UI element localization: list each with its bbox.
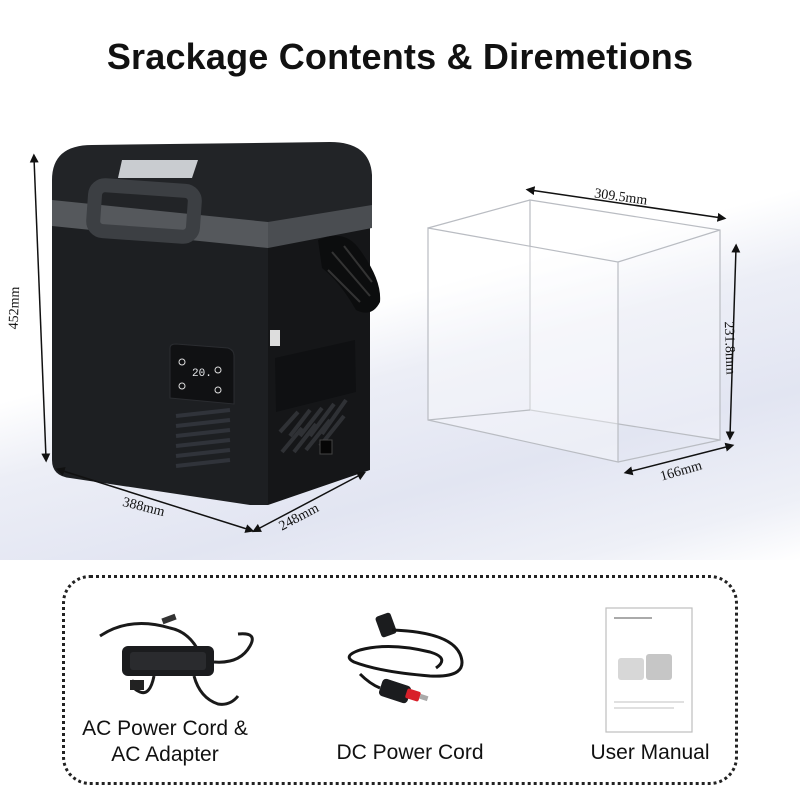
plus-icon bbox=[214, 366, 222, 374]
snowflake-icon bbox=[214, 386, 222, 394]
dc-cord-icon bbox=[347, 612, 464, 704]
power-icon bbox=[178, 358, 186, 366]
side-compressor-door bbox=[275, 340, 356, 412]
fridge-dimension-lines bbox=[29, 153, 366, 533]
depth-arrow bbox=[252, 471, 366, 533]
manual-icon bbox=[605, 607, 693, 733]
side-vent-icon bbox=[278, 398, 348, 454]
minus-icon bbox=[178, 382, 186, 390]
box-length-arrow bbox=[525, 186, 727, 222]
page-title: Srackage Contents & Diremetions bbox=[106, 36, 694, 77]
box-depth-arrow bbox=[623, 442, 735, 476]
height-arrow bbox=[29, 153, 51, 463]
ac-adapter-label: AC Power Cord & AC Adapter bbox=[82, 717, 248, 766]
user-manual-label: User Manual bbox=[590, 741, 710, 764]
portable-fridge-image: 20. bbox=[52, 142, 381, 505]
inner-height-label: 231.8mm bbox=[720, 321, 738, 375]
control-panel bbox=[169, 343, 235, 405]
front-vent-icon bbox=[175, 408, 231, 468]
dc-cord-label: DC Power Cord bbox=[336, 741, 484, 764]
box-front-face bbox=[427, 227, 619, 463]
inner-capacity-box bbox=[427, 186, 741, 476]
lid-label bbox=[118, 160, 198, 178]
accent-band-side bbox=[268, 205, 372, 248]
side-sticker bbox=[270, 330, 280, 346]
package-contents-box bbox=[62, 575, 738, 785]
ac-adapter-icon bbox=[99, 613, 254, 706]
box-height-arrow bbox=[725, 243, 741, 441]
width-arrow bbox=[55, 467, 255, 533]
accent-band-front bbox=[52, 200, 268, 248]
panel-temperature-display: 20. bbox=[192, 368, 212, 380]
lid-handle bbox=[86, 178, 202, 244]
dc-socket-icon bbox=[319, 439, 333, 455]
